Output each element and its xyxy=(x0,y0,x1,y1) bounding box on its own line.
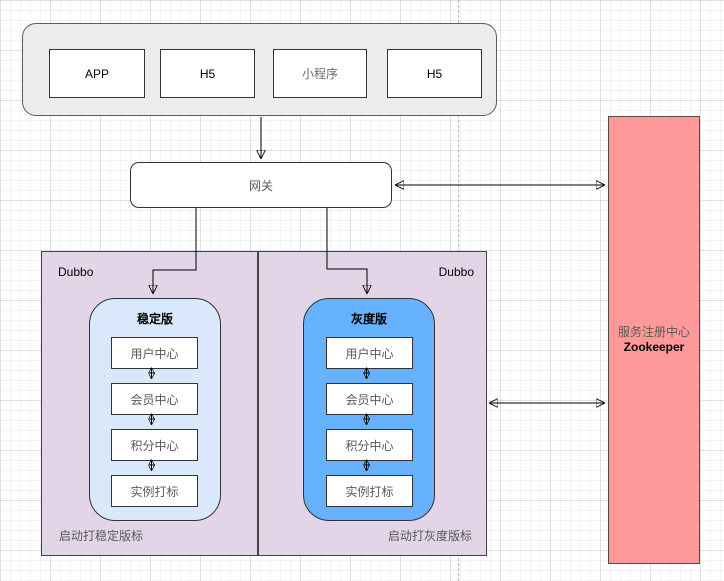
gateway-box: 网关 xyxy=(130,162,392,208)
stable-version-box: 稳定版 用户中心 会员中心 积分中心 实例打标 xyxy=(89,298,221,521)
stable-service-member-center: 会员中心 xyxy=(111,383,198,415)
registry-title: 服务注册中心 xyxy=(617,325,690,339)
registry-subtitle: Zookeeper xyxy=(623,340,685,354)
client-box-app: APP xyxy=(49,49,145,98)
gray-version-title: 灰度版 xyxy=(350,312,387,326)
stable-version-title: 稳定版 xyxy=(136,312,173,326)
gray-service-instance-tag: 实例打标 xyxy=(326,475,413,507)
clients-container: APP H5 小程序 H5 xyxy=(22,23,497,116)
stable-caption: 启动打稳定版标 xyxy=(59,529,144,543)
gray-service-points-center: 积分中心 xyxy=(326,429,413,461)
dubbo-gray-container: Dubbo 灰度版 用户中心 会员中心 积分中心 实例打标 启动打灰度版标 xyxy=(258,251,487,556)
gray-version-box: 灰度版 用户中心 会员中心 积分中心 实例打标 xyxy=(303,298,435,521)
gray-service-member-center: 会员中心 xyxy=(326,383,413,415)
dubbo-stable-label: Dubbo xyxy=(58,265,94,279)
gray-caption: 启动打灰度版标 xyxy=(387,529,472,543)
stable-service-user-center: 用户中心 xyxy=(111,337,198,369)
dubbo-stable-container: Dubbo 稳定版 用户中心 会员中心 积分中心 实例打标 启动打稳定版标 xyxy=(41,251,258,556)
client-box-h5: H5 xyxy=(160,49,255,98)
registry-box: 服务注册中心 Zookeeper xyxy=(608,116,700,564)
stable-service-instance-tag: 实例打标 xyxy=(111,475,198,507)
dubbo-gray-label: Dubbo xyxy=(438,265,474,279)
client-box-miniprogram: 小程序 xyxy=(273,49,367,98)
stable-service-points-center: 积分中心 xyxy=(111,429,198,461)
client-box-h5-2: H5 xyxy=(387,49,482,98)
gray-service-user-center: 用户中心 xyxy=(326,337,413,369)
